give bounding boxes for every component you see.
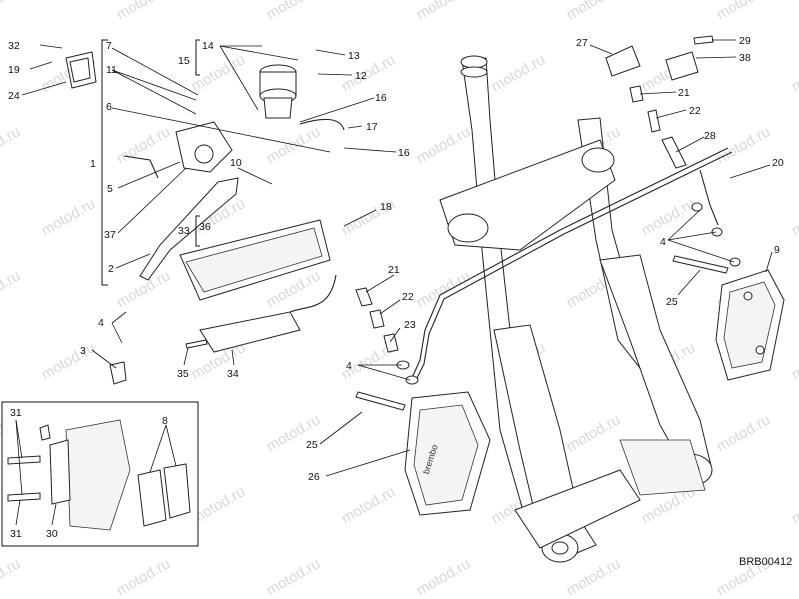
drawing-code: BRB00412 [739, 556, 792, 568]
callout-33: 33 [178, 225, 190, 237]
watermark-text: motod.ru [414, 267, 474, 311]
callout-29: 29 [739, 35, 751, 47]
callout-38: 38 [739, 52, 751, 64]
watermark-text: motod.ru [0, 267, 23, 311]
inset-pad-detail [1, 401, 199, 547]
watermark-text: motod.ru [789, 339, 799, 383]
callout-17: 17 [366, 121, 378, 133]
left-brake-caliper: brembo [404, 391, 491, 516]
callout-7: 7 [106, 40, 112, 52]
callout-22: 22 [402, 291, 414, 303]
callout-25: 25 [306, 439, 318, 451]
callout-20: 20 [772, 157, 784, 169]
watermark-text: motod.ru [789, 51, 799, 95]
watermark-text: motod.ru [114, 0, 174, 23]
watermark-text: motod.ru [114, 123, 174, 167]
callout-22: 22 [689, 105, 701, 117]
watermark-text: motod.ru [714, 123, 774, 167]
callout-15: 15 [178, 55, 190, 67]
callout-28: 28 [704, 130, 716, 142]
callout-18: 18 [380, 201, 392, 213]
watermark-text: motod.ru [114, 555, 174, 599]
callout-31: 31 [10, 407, 22, 419]
front-fork-assembly [439, 55, 713, 563]
watermark-text: motod.ru [39, 339, 99, 383]
callout-16: 16 [375, 92, 387, 104]
washers-right [691, 169, 741, 267]
callout-23: 23 [404, 319, 416, 331]
watermark-text: motod.ru [414, 123, 474, 167]
callout-30: 30 [46, 528, 58, 540]
callout-35: 35 [177, 368, 189, 380]
master-cylinder-assembly [65, 51, 345, 385]
watermark-text: motod.ru [564, 411, 624, 455]
watermark-text: motod.ru [564, 555, 624, 599]
callout-4: 4 [660, 236, 666, 248]
callout-31: 31 [10, 528, 22, 540]
callout-16: 16 [398, 147, 410, 159]
callout-1: 1 [90, 158, 96, 170]
watermark-text: motod.ru [39, 195, 99, 239]
callout-24: 24 [8, 90, 20, 102]
callout-21: 21 [388, 264, 400, 276]
callout-numbers: 32 19 24 7 11 6 1 5 37 2 14 15 13 12 16 … [8, 35, 784, 540]
watermark-text: motod.ru [489, 51, 549, 95]
watermark-text: motod.ru [789, 195, 799, 239]
watermark-text: motod.ru [339, 483, 399, 527]
callout-34: 34 [227, 368, 239, 380]
callout-4: 4 [346, 360, 352, 372]
right-brake-caliper [715, 269, 785, 381]
callout-32: 32 [8, 40, 20, 52]
callout-11: 11 [106, 64, 117, 76]
watermark-text: motod.ru [564, 0, 624, 23]
callout-9: 9 [774, 244, 780, 256]
callout-3: 3 [80, 345, 86, 357]
callout-14: 14 [202, 40, 214, 52]
callout-19: 19 [8, 64, 20, 76]
callout-36: 36 [199, 221, 211, 233]
leader-lines [15, 39, 773, 526]
watermark-text: motod.ru [414, 0, 474, 23]
callout-6: 6 [106, 101, 112, 113]
callout-8: 8 [162, 415, 168, 427]
watermark-text: motod.ru [264, 0, 324, 23]
callout-13: 13 [348, 50, 360, 62]
callout-21: 21 [678, 87, 690, 99]
watermark-text: motod.ru [714, 411, 774, 455]
callout-26: 26 [308, 471, 320, 483]
watermark-text: motod.ru [0, 555, 23, 599]
callout-2: 2 [108, 263, 114, 275]
callout-27: 27 [576, 37, 588, 49]
watermark-text: motod.ru [264, 123, 324, 167]
callout-37: 37 [104, 229, 116, 241]
callout-12: 12 [355, 70, 367, 82]
callout-5: 5 [107, 183, 113, 195]
callout-25: 25 [666, 296, 678, 308]
watermark-text: motod.ru [189, 51, 249, 95]
watermark-text: motod.ru [639, 195, 699, 239]
watermark-text: motod.ru [264, 555, 324, 599]
watermark-text: motod.ru [0, 0, 23, 23]
watermark-text: motod.ru [414, 555, 474, 599]
callout-10: 10 [230, 157, 242, 169]
watermark-text: motod.ru [714, 0, 774, 23]
callout-4: 4 [98, 317, 104, 329]
watermark-text: motod.ru [789, 483, 799, 527]
watermark-text: motod.ru [0, 123, 23, 167]
